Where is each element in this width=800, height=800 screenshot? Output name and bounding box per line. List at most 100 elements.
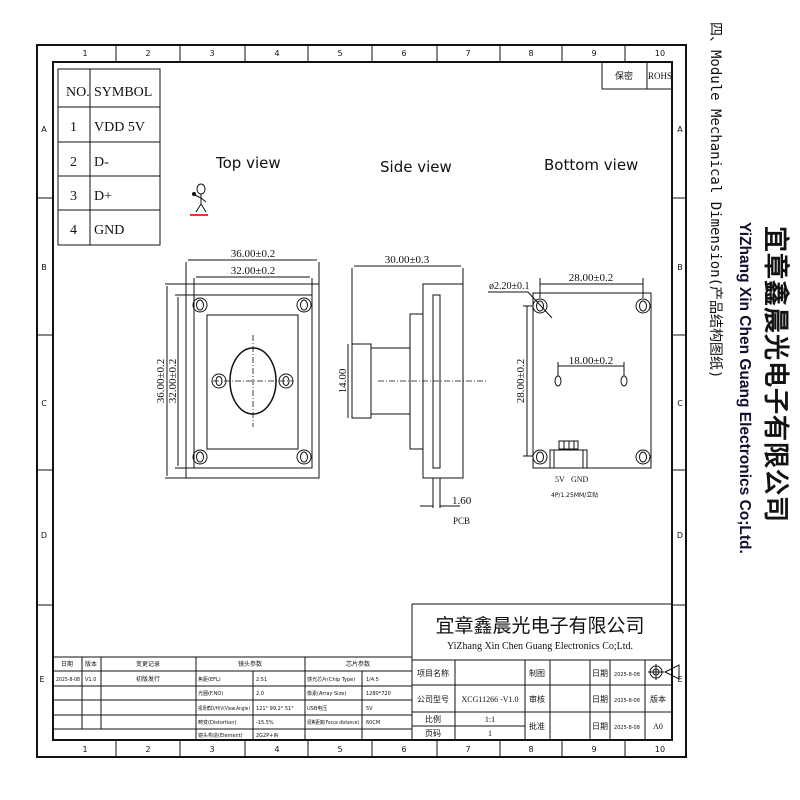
bottom-view-title: Bottom view	[544, 156, 638, 174]
chip-value: 1280*720	[366, 691, 391, 697]
chip-value: 1/4.5	[366, 677, 379, 683]
company-name-cn: 宜章鑫晨光电子有限公司	[760, 226, 790, 524]
lens-param: 镜头构造(Element)	[198, 732, 243, 739]
pin-no: 1	[70, 120, 77, 135]
chip-param: 调焦距离(Focus distance)	[307, 719, 359, 726]
col-label: 4	[274, 745, 279, 754]
lens-param: 视场角D/H/V(View.Angle)	[198, 705, 250, 712]
dim-top-height-inner: 32.00±0.2	[167, 359, 179, 404]
top-view-drawing: 36.00±0.2 32.00±0.2 36.00±0.2 32.00±0.2	[155, 248, 320, 479]
scale-label: 比例	[425, 714, 441, 724]
title-company-en: YiZhang Xin Chen Guang Electronics Co;Lt…	[447, 641, 633, 652]
lens-param: 焦距(EFL)	[198, 676, 221, 683]
model-value: XCG11266 -V1.0	[461, 695, 518, 704]
col-label: 6	[401, 745, 406, 754]
top-view-title: Top view	[215, 154, 281, 172]
lens-param: 畸变(Distortion)	[198, 719, 236, 726]
pin-no: 4	[70, 223, 77, 238]
col-label: 3	[209, 49, 214, 58]
chip-value: 5V	[366, 706, 373, 712]
date-value: 2025-8-08	[614, 672, 640, 678]
dim-bottom-mid: 18.00±0.2	[569, 355, 614, 367]
rev-change: 初版发行	[136, 675, 160, 683]
dim-bottom-width: 28.00±0.2	[569, 272, 614, 284]
dim-top-width-inner: 32.00±0.2	[231, 265, 276, 277]
pin-table: NO. SYMBOL 1 VDD 5V 2 D- 3 D+ 4 GND	[57, 68, 161, 246]
row-label: B	[677, 263, 683, 272]
bottom-view-drawing	[488, 278, 652, 469]
row-label: A	[677, 125, 683, 134]
col-label: 10	[655, 49, 665, 58]
col-label: 2	[145, 49, 150, 58]
dim-bottom-height: 28.00±0.2	[515, 359, 527, 404]
rohs-label: ROHS	[648, 71, 672, 81]
corner-box: 保密 ROHS	[601, 62, 672, 90]
dim-top-height-outer: 36.00±0.2	[155, 359, 167, 404]
rev-header-changes: 变更记录	[136, 660, 160, 668]
dim-top-width-outer: 36.00±0.2	[231, 248, 276, 260]
chip-param: USB电压	[307, 705, 327, 712]
page-value: 1	[488, 729, 492, 738]
date-label: 日期	[592, 722, 608, 731]
projection-symbol-icon	[648, 664, 680, 680]
pin-header-no: NO.	[66, 85, 90, 100]
date-label: 日期	[592, 695, 608, 704]
secret-label: 保密	[615, 70, 633, 82]
row-label: A	[41, 125, 47, 134]
date-value: 2025-8-08	[614, 725, 640, 731]
title-company-cn: 宜章鑫晨光电子有限公司	[435, 615, 644, 637]
dim-hole-diameter: ø2.20±0.1	[489, 281, 530, 292]
pin-no: 3	[70, 189, 77, 204]
lens-value: 2G2P+IR	[256, 733, 279, 739]
rev-header-date: 日期	[61, 660, 73, 668]
pin-symbol: VDD 5V	[94, 120, 145, 135]
rev-header-chip: 芯片参数	[346, 660, 370, 668]
title-block: 宜章鑫晨光电子有限公司 YiZhang Xin Chen Guang Elect…	[412, 603, 680, 740]
lens-value: -15.5%	[256, 720, 274, 726]
pin-no: 2	[70, 155, 77, 170]
row-label: D	[677, 531, 683, 540]
date-label: 日期	[592, 669, 608, 678]
pin-symbol: GND	[94, 223, 124, 238]
lens-param: 光圈(F.NO)	[198, 690, 223, 697]
row-label: E	[677, 675, 682, 684]
dim-side-length: 30.00±0.3	[385, 254, 430, 266]
col-label: 7	[465, 745, 470, 754]
col-label: 6	[401, 49, 406, 58]
outer-frame	[36, 44, 687, 758]
col-label: 3	[209, 745, 214, 754]
dim-side-lens: 14.00	[337, 368, 349, 393]
side-view-title: Side view	[380, 158, 452, 176]
col-label: 4	[274, 49, 279, 58]
side-view-drawing	[347, 265, 464, 508]
chip-value: 60CM	[366, 720, 380, 726]
version-label: 版本	[650, 694, 666, 704]
section-title: 四、Module Mechanical Dimension(产品结构图纸)	[707, 22, 723, 379]
col-label: 10	[655, 745, 665, 754]
chip-param: 感光芯片(Chip Type)	[307, 676, 355, 683]
row-label: C	[41, 399, 47, 408]
connector-label: 4P/1.25MM/立贴	[551, 491, 598, 499]
pcb-label: PCB	[453, 516, 470, 526]
col-label: 9	[591, 49, 596, 58]
draw-label: 制图	[529, 668, 545, 678]
rev-header-lens: 镜头参数	[238, 660, 262, 668]
col-label: 1	[82, 49, 87, 58]
pin-gnd-label: GND	[571, 475, 589, 484]
row-label: B	[41, 263, 47, 272]
dim-pcb-thickness: 1.60	[452, 495, 472, 507]
col-label: 7	[465, 49, 470, 58]
chip-param: 像素(Array Size)	[307, 690, 346, 697]
project-label: 项目名称	[417, 668, 449, 678]
col-label: 5	[337, 745, 342, 754]
date-value: 2025-8-08	[614, 698, 640, 704]
row-label: D	[41, 531, 47, 540]
size-value: A0	[653, 722, 663, 731]
scale-value: 1:1	[485, 715, 495, 724]
company-name-en: YiZhang Xin Chen Guang Electronics Co;Lt…	[736, 222, 753, 554]
pin-symbol: D+	[94, 189, 112, 204]
rev-date: 2025-8-08	[56, 677, 80, 683]
lens-value: 121° 99.2° 51°	[256, 706, 294, 712]
page-label: 页码	[425, 729, 441, 738]
